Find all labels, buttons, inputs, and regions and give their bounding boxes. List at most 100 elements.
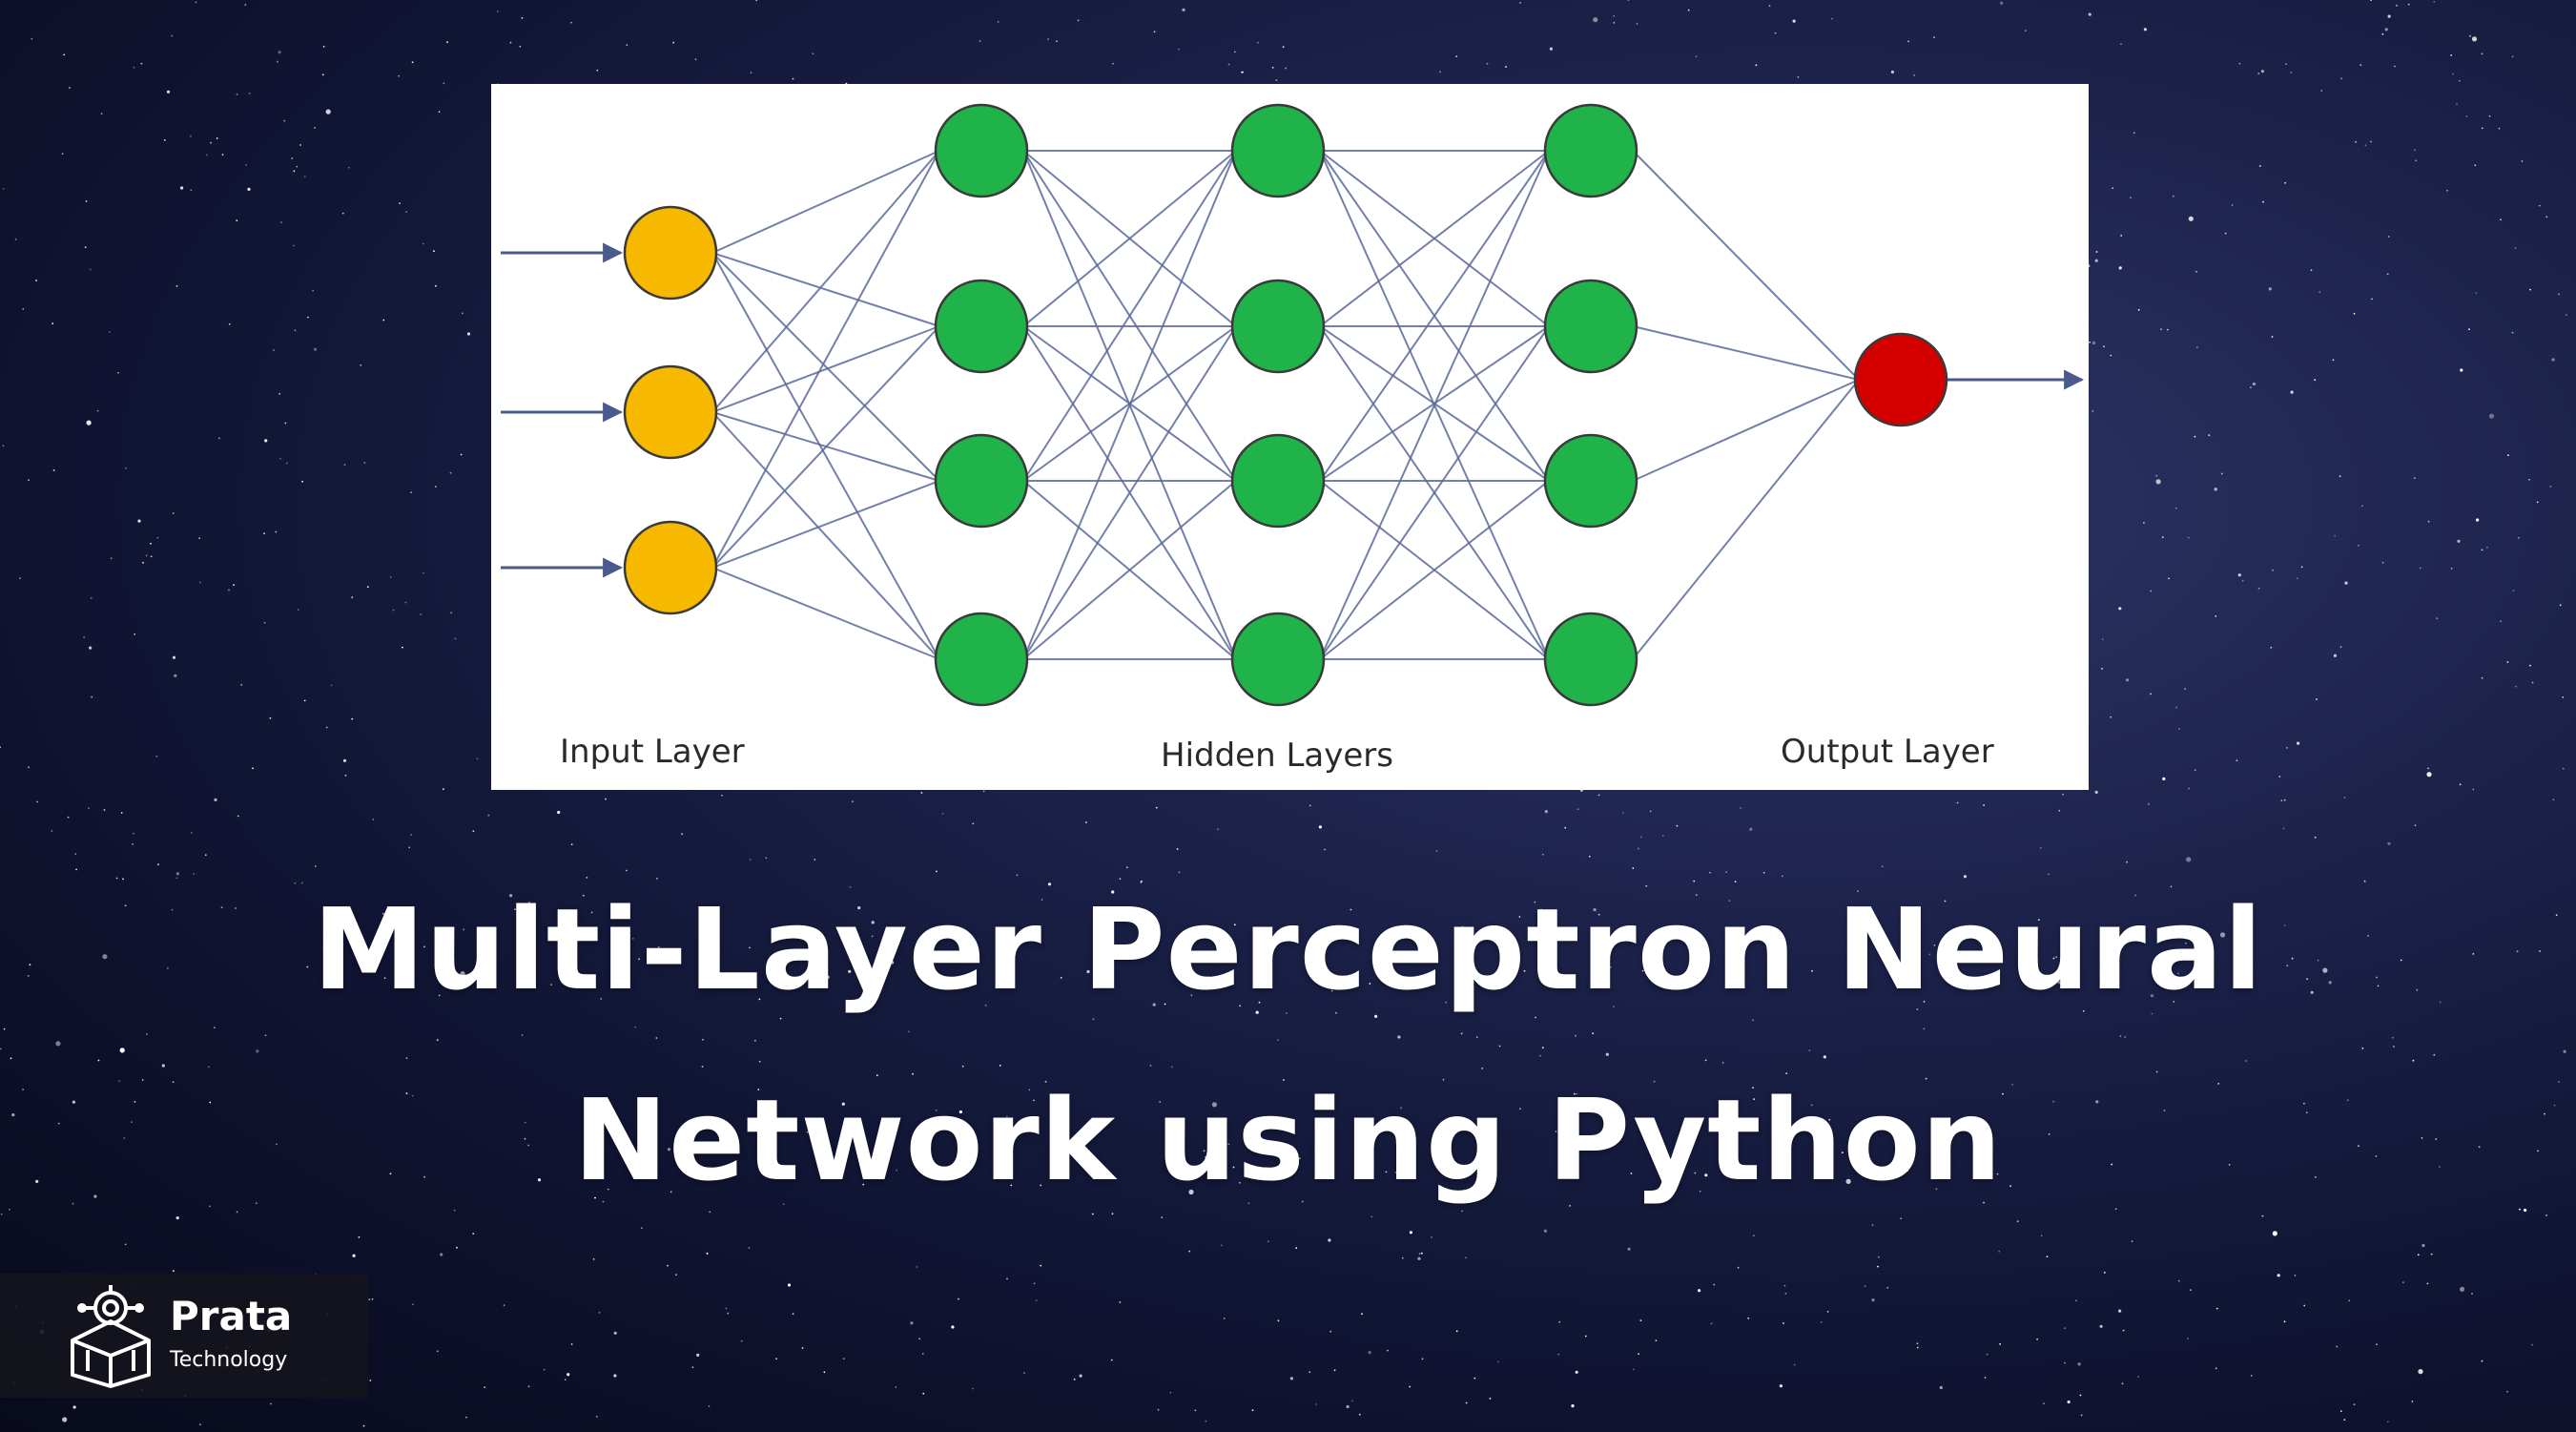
star [2481, 52, 2483, 55]
star [2314, 1176, 2317, 1178]
star [157, 863, 159, 865]
star [891, 961, 895, 965]
star [286, 462, 288, 465]
star [2215, 615, 2217, 617]
star [440, 1253, 443, 1256]
star [2436, 617, 2439, 620]
star [1755, 64, 1758, 67]
star [97, 1059, 100, 1062]
star [1713, 1283, 1716, 1286]
star [1119, 878, 1122, 880]
star [174, 674, 177, 677]
star [1285, 1012, 1288, 1014]
star [314, 127, 316, 129]
hidden-neuron [1230, 103, 1326, 198]
star [2507, 454, 2509, 456]
star [363, 462, 366, 464]
star [449, 471, 452, 474]
star [100, 113, 103, 114]
star [1035, 1299, 1038, 1302]
star [172, 1081, 175, 1084]
star [2048, 1133, 2050, 1135]
star [1203, 1150, 1206, 1152]
star [0, 1048, 2, 1050]
star [509, 894, 513, 898]
star [456, 1246, 458, 1249]
star [1740, 807, 1741, 809]
star [602, 1200, 605, 1203]
star [2119, 1035, 2122, 1037]
hidden-neuron [1230, 433, 1326, 529]
connection-edge [711, 150, 940, 569]
star [1984, 1377, 1987, 1379]
star [2392, 1036, 2394, 1039]
star [2080, 1414, 2083, 1417]
star [2162, 777, 2166, 781]
star [156, 536, 159, 539]
star [398, 74, 401, 77]
star [487, 814, 490, 817]
star [411, 61, 414, 64]
star [293, 170, 296, 173]
star [634, 1026, 636, 1028]
star [2521, 160, 2524, 162]
star [1605, 1052, 1609, 1056]
star [2435, 1138, 2438, 1140]
star [2393, 1046, 2395, 1048]
star [51, 830, 53, 832]
star [352, 1254, 356, 1257]
star [1044, 1080, 1047, 1083]
star [1361, 1313, 1363, 1315]
star [476, 758, 479, 760]
star [2286, 965, 2289, 966]
star [2175, 706, 2177, 709]
star [1065, 1114, 1068, 1117]
star [1112, 62, 1114, 65]
star [582, 894, 585, 897]
star [332, 965, 335, 968]
star [292, 244, 295, 247]
star [871, 921, 875, 924]
star [2562, 767, 2565, 770]
star [422, 571, 424, 574]
star [446, 41, 448, 44]
star [263, 621, 266, 624]
star [910, 1321, 914, 1325]
star [2118, 266, 2122, 270]
star [972, 822, 975, 825]
star [460, 453, 463, 456]
star [2465, 115, 2468, 117]
star [2552, 799, 2555, 801]
star [757, 1089, 760, 1090]
star [638, 958, 640, 961]
star [672, 41, 675, 44]
star [84, 246, 87, 249]
star [2460, 368, 2463, 372]
star [2426, 1282, 2429, 1285]
star [360, 363, 362, 366]
star [1324, 848, 1326, 851]
star [2376, 1343, 2378, 1345]
connection-edge [711, 150, 940, 254]
star [1277, 1039, 1279, 1041]
star [2092, 341, 2096, 345]
star [2108, 972, 2111, 975]
star [1900, 1217, 1903, 1220]
star [702, 1038, 704, 1041]
star [2375, 1155, 2378, 1157]
star [351, 596, 354, 599]
star [2371, 298, 2373, 301]
star [2565, 314, 2567, 317]
star [463, 928, 465, 931]
star [270, 1402, 272, 1405]
star [1810, 1104, 1813, 1107]
star [1830, 1161, 1833, 1164]
star [1734, 881, 1737, 883]
star [167, 967, 169, 969]
star [2, 445, 5, 447]
star [1639, 1319, 1642, 1321]
star [1111, 890, 1115, 894]
star [2360, 64, 2362, 67]
star [369, 967, 372, 969]
star [2364, 144, 2367, 147]
